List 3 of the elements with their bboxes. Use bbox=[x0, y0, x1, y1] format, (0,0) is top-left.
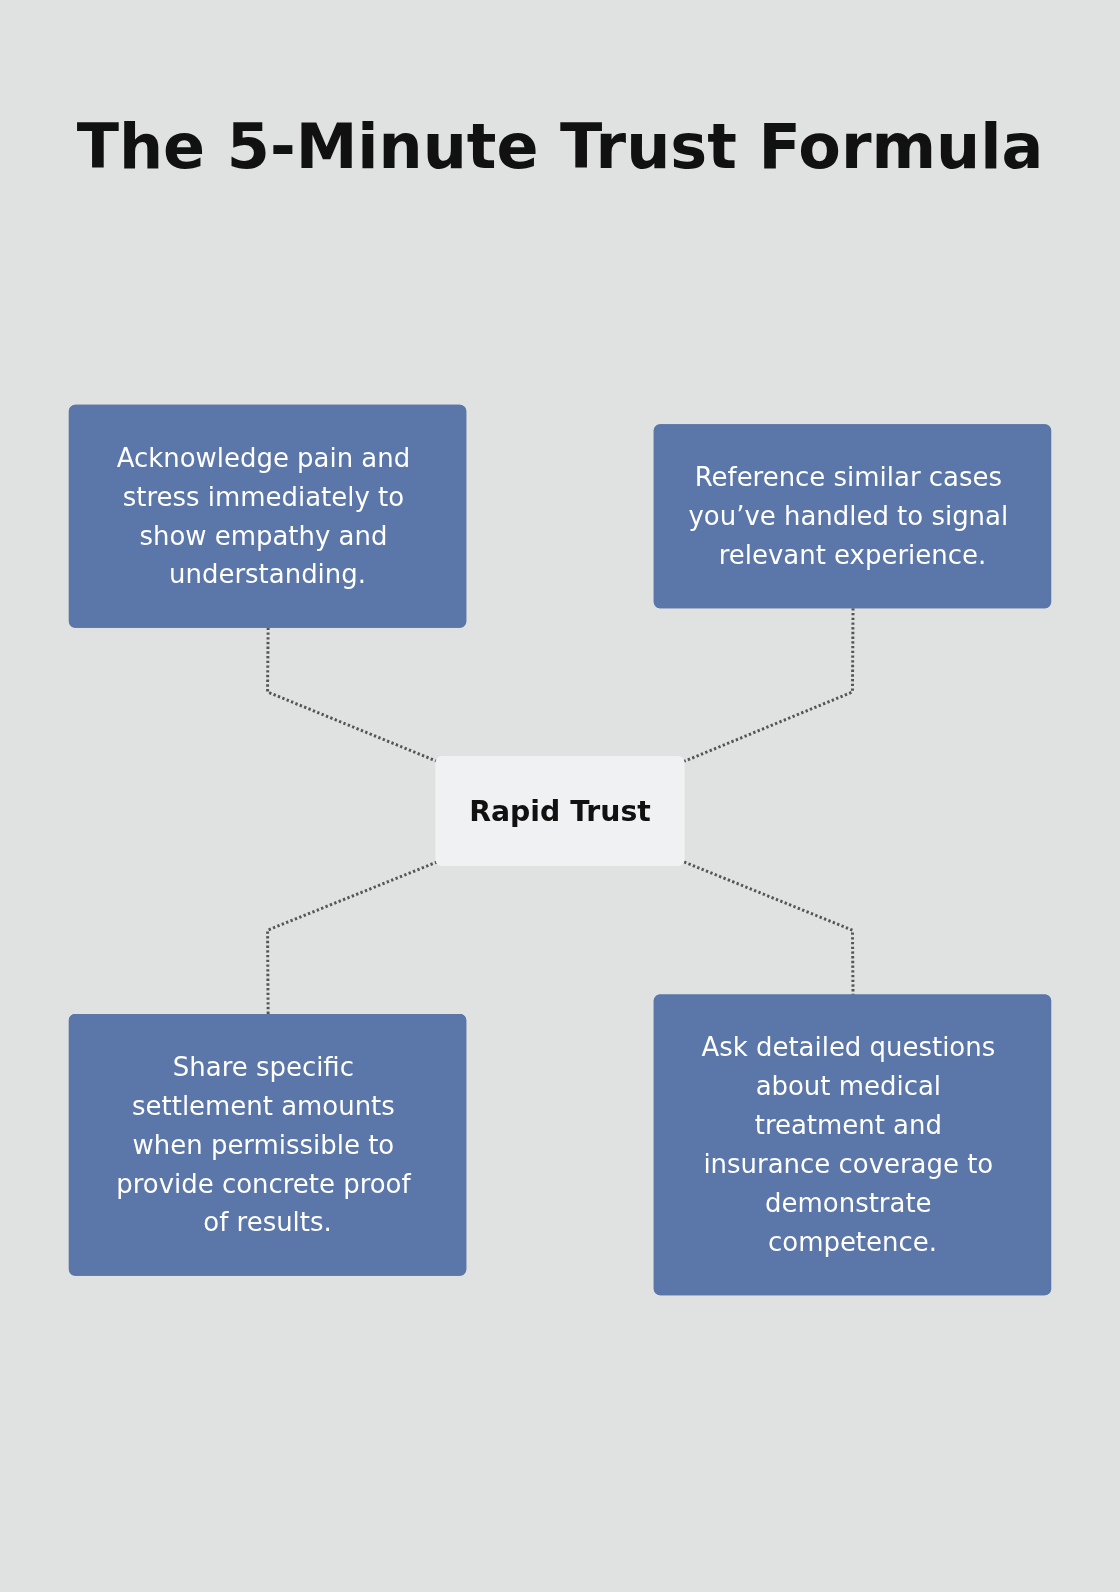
connector bbox=[683, 608, 855, 763]
connector bbox=[266, 860, 438, 1016]
title: The 5-Minute Trust Formula bbox=[75, 109, 1045, 183]
